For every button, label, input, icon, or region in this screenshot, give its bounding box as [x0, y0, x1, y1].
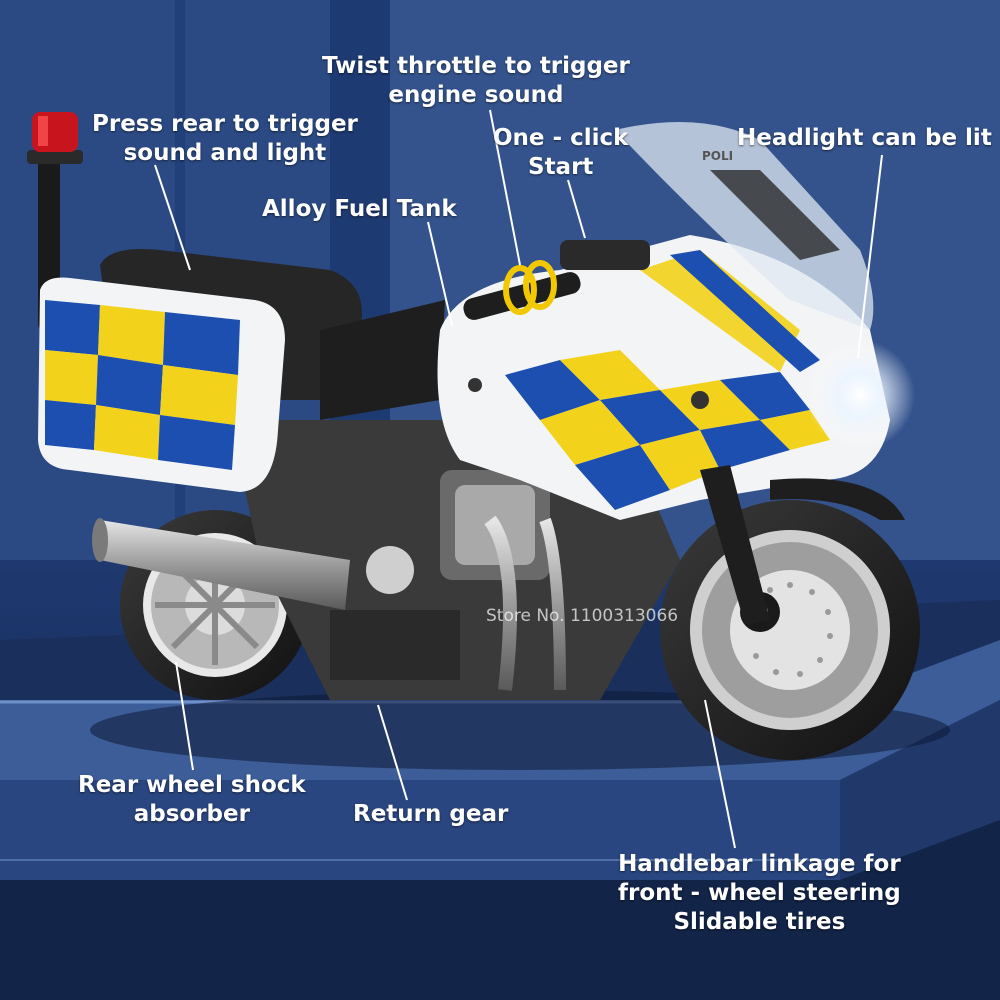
front-fork [700, 465, 905, 625]
callout-line: Start [528, 154, 594, 180]
store-watermark: Store No. 1100313066 [486, 606, 679, 626]
callout-line: Headlight can be lit [737, 125, 992, 151]
callout-line: Alloy Fuel Tank [262, 196, 457, 222]
callout-rear-shock: Rear wheel shock absorber [78, 771, 306, 829]
callout-line: Handlebar linkage for [618, 851, 901, 877]
saddlebag [38, 277, 285, 492]
fairing-body [437, 235, 890, 520]
callout-fuel-tank: Alloy Fuel Tank [262, 195, 457, 224]
callout-lines [154, 109, 883, 849]
handlebar [463, 240, 650, 320]
callout-line: Slidable tires [673, 909, 846, 935]
callout-line: Press rear to trigger [92, 111, 358, 137]
callout-one-click: One - click Start [493, 124, 628, 182]
callout-return-gear: Return gear [353, 800, 508, 829]
callout-line: front - wheel steering [618, 880, 901, 906]
windshield-text: POLI [702, 149, 733, 163]
callout-line: Return gear [353, 801, 509, 827]
callout-line: absorber [133, 801, 250, 827]
callout-line: Twist throttle to trigger [322, 53, 630, 79]
callout-headlight: Headlight can be lit [737, 124, 992, 153]
callout-line: engine sound [388, 82, 564, 108]
callout-line: One - click [493, 125, 629, 151]
windshield: POLI [615, 122, 874, 330]
front-wheel [660, 500, 920, 760]
callout-throttle: Twist throttle to trigger engine sound [322, 52, 630, 110]
callout-line: sound and light [123, 140, 327, 166]
callout-line: Rear wheel shock [78, 772, 306, 798]
headlight-glow [805, 340, 915, 450]
callout-front-steer: Handlebar linkage for front - wheel stee… [618, 850, 901, 937]
exhaust-pipe [92, 518, 350, 610]
callout-rear-press: Press rear to trigger sound and light [92, 110, 358, 168]
